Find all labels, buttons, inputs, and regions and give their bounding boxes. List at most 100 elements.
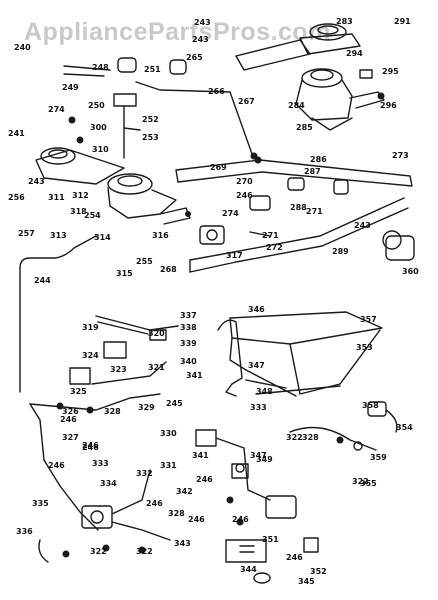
thermostat-cluster [63,57,258,160]
part-label: 287 [304,167,321,176]
part-label: 323 [110,365,127,374]
part-label: 291 [394,17,411,26]
part-label: 257 [18,229,35,238]
part-label: 326 [62,407,79,416]
part-label: 310 [92,145,109,154]
burner-assembly-top-right [235,23,385,131]
part-label: 333 [92,459,109,468]
part-label: 341 [186,371,203,380]
part-label: 271 [262,231,279,240]
part-label: 322 [352,477,369,486]
part-label: 244 [34,276,51,285]
part-label: 248 [92,63,109,72]
part-label: 322 [286,433,303,442]
part-label: 283 [336,17,353,26]
part-label: 347 [250,451,267,460]
part-label: 243 [28,177,45,186]
part-label: 346 [248,305,265,314]
valves-row [199,156,349,245]
lower-left-valve [38,459,171,563]
part-label: 322 [136,547,153,556]
part-label: 246 [146,499,163,508]
part-label: 347 [248,361,265,370]
part-label: 245 [166,399,183,408]
oven-burner-assembly [217,311,383,397]
part-label: 255 [136,257,153,266]
part-label: 317 [226,251,243,260]
part-label: 243 [194,18,211,27]
part-label: 267 [238,97,255,106]
part-label: 349 [256,455,273,464]
part-label: 246 [82,443,99,452]
part-label: 333 [250,403,267,412]
part-label: 265 [186,53,203,62]
part-label: 328 [302,433,319,442]
part-label: 316 [152,231,169,240]
part-label: 335 [32,499,49,508]
part-label: 331 [160,461,177,470]
part-label: 357 [360,315,377,324]
oven-thermostat-tubing [29,315,179,461]
part-label: 246 [196,475,213,484]
part-label: 354 [396,423,413,432]
part-label: 240 [14,43,31,52]
part-label: 246 [232,515,249,524]
part-label: 319 [82,323,99,332]
part-label: 286 [310,155,327,164]
part-label: 254 [84,211,101,220]
part-label: 270 [236,177,253,186]
part-label: 360 [402,267,419,276]
part-label: 351 [262,535,279,544]
part-label: 339 [180,339,197,348]
part-label: 312 [72,191,89,200]
part-label: 246 [236,191,253,200]
part-label: 268 [160,265,177,274]
part-label: 318 [70,207,87,216]
part-label: 313 [50,231,67,240]
part-label: 338 [180,323,197,332]
lower-right-ignitor [289,230,415,451]
part-label: 250 [88,101,105,110]
part-label: 249 [62,83,79,92]
part-label: 266 [208,87,225,96]
part-label: 342 [176,487,193,496]
part-label: 321 [148,363,165,372]
part-label: 332 [136,469,153,478]
part-label: 325 [70,387,87,396]
part-label: 340 [180,357,197,366]
part-label: 246 [48,461,65,470]
part-label: 334 [100,479,117,488]
part-label: 295 [382,67,399,76]
lower-middle-parts [195,429,319,584]
part-label: 352 [310,567,327,576]
part-label: 341 [192,451,209,460]
part-label: 246 [286,553,303,562]
part-label: 243 [192,35,209,44]
part-label: 285 [296,123,313,132]
part-label: 251 [144,65,161,74]
part-label: 256 [8,193,25,202]
part-label: 246 [60,415,77,424]
gas-manifold [19,159,413,393]
part-label: 253 [142,133,159,142]
part-label: 271 [306,207,323,216]
part-label: 284 [288,101,305,110]
part-label: 345 [298,577,315,586]
part-label: 272 [266,243,283,252]
part-label: 322 [90,547,107,556]
part-label: 320 [148,329,165,338]
part-label: 343 [174,539,191,548]
part-label: 274 [222,209,239,218]
part-label: 355 [360,479,377,488]
part-label: 328 [104,407,121,416]
part-label: 246 [188,515,205,524]
part-label: 296 [380,101,397,110]
part-label: 324 [82,351,99,360]
part-label: 300 [90,123,107,132]
part-label: 330 [160,429,177,438]
part-label: 315 [116,269,133,278]
part-label: 348 [256,387,273,396]
part-label: 273 [392,151,409,160]
part-label: 328 [168,509,185,518]
part-label: 246 [82,441,99,450]
